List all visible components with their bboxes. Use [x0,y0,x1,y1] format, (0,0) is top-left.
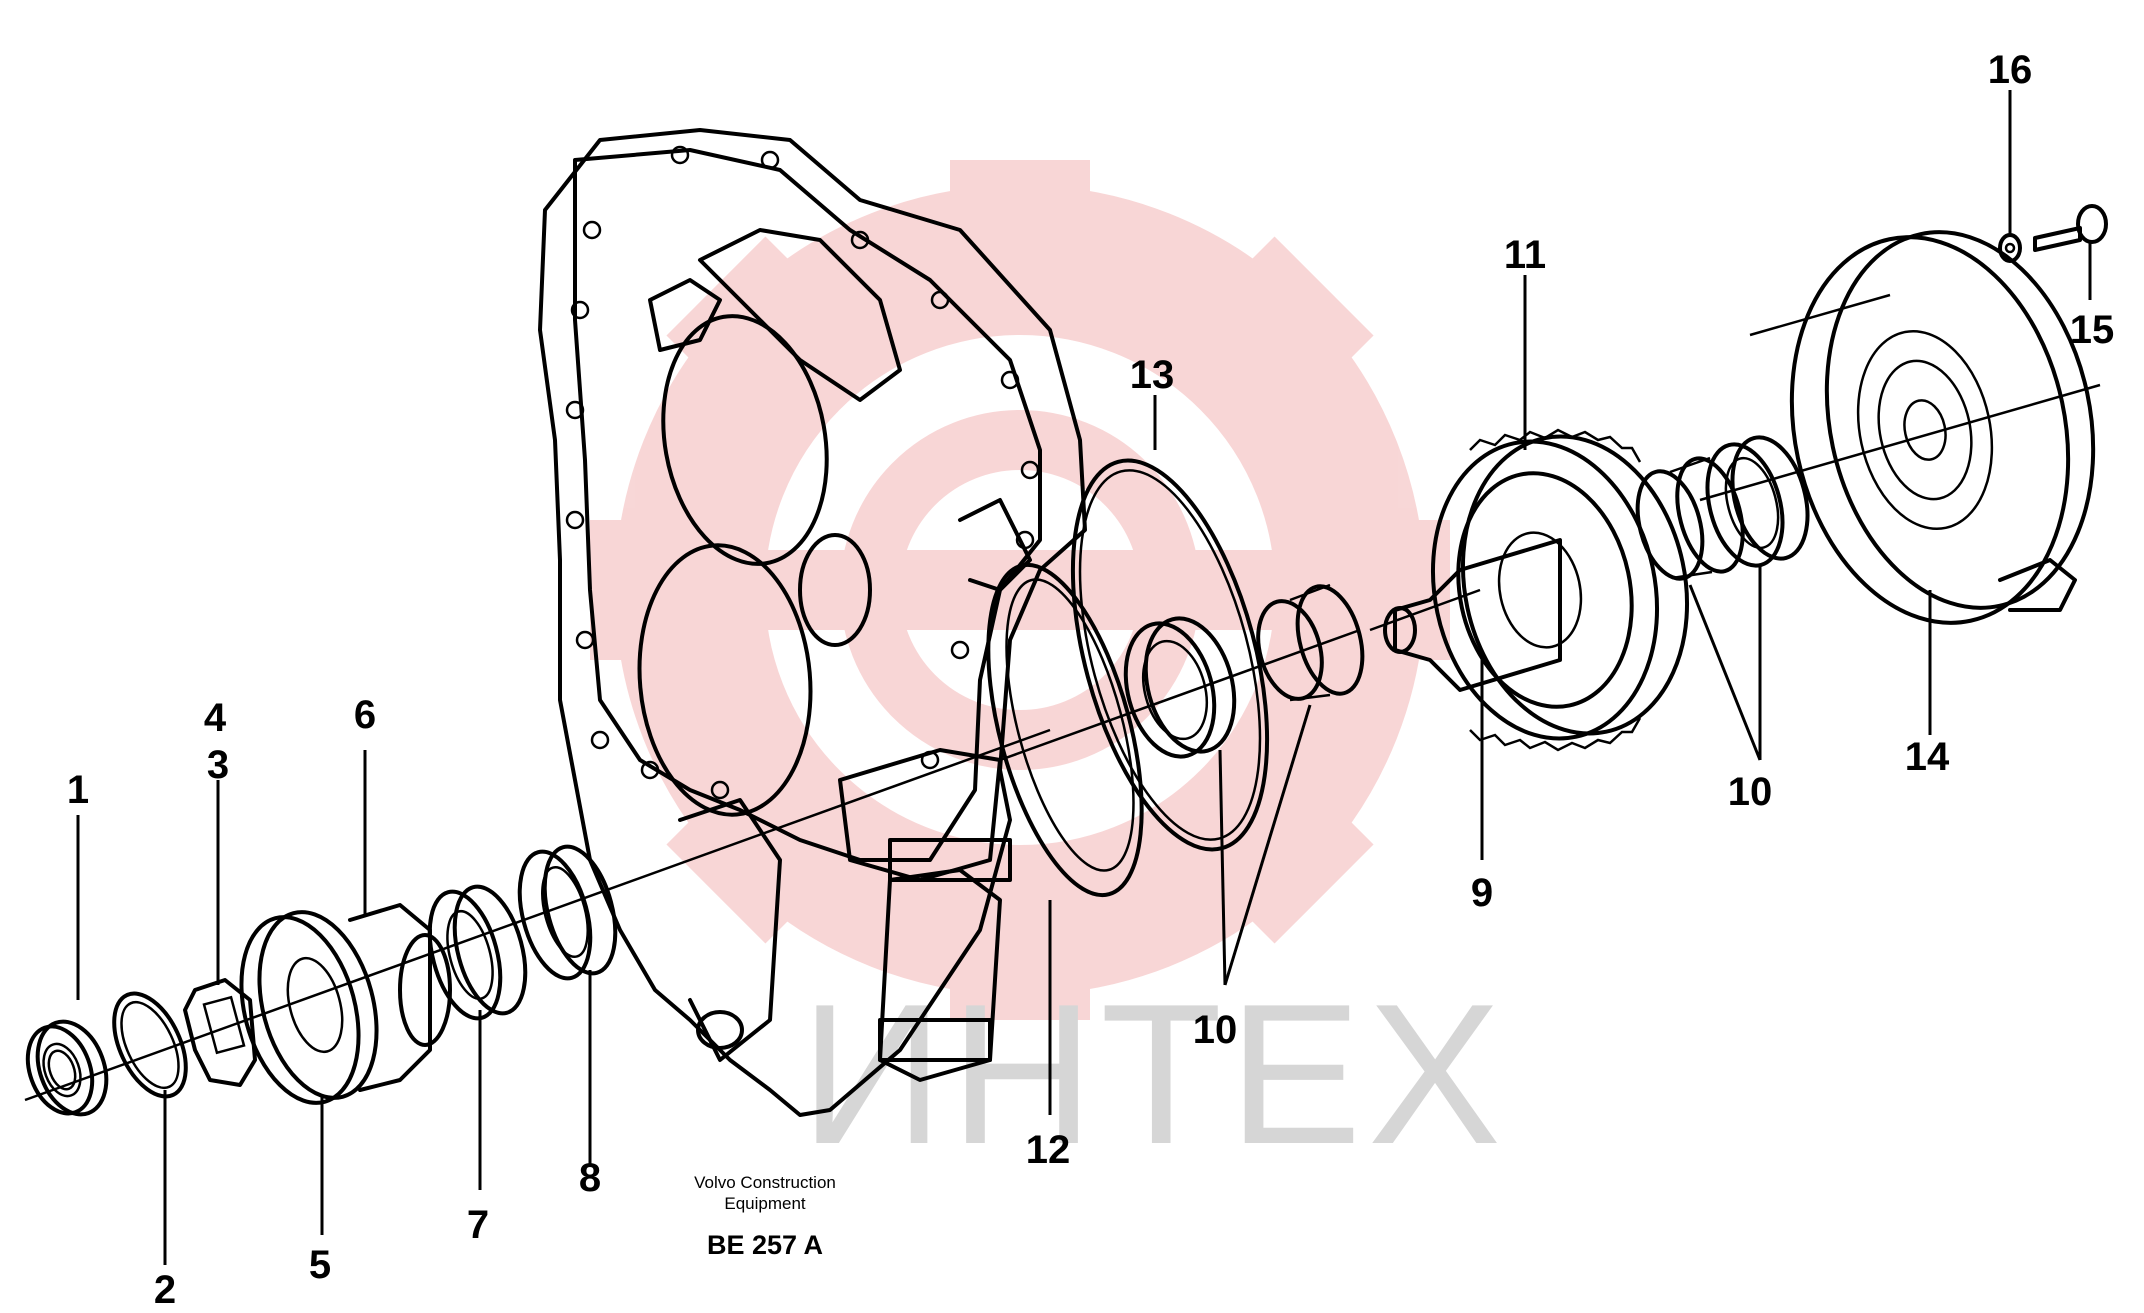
part-label-5: 5 [308,1243,332,1287]
part-2-snap-ring [112,991,188,1099]
part-1-nut [25,1019,109,1117]
part-label-1: 1 [66,768,90,812]
part-label-7: 7 [466,1203,490,1247]
part-7-bearing [427,884,528,1021]
caption-maker-line2: Equipment [724,1194,806,1213]
watermark-text: ИНТЕХ [800,963,1508,1186]
part-10-bearing-cone-right [1635,456,1745,581]
part-label-9: 9 [1470,871,1494,915]
part-5-6-flange [239,903,452,1105]
part-10-bearing-cup-left [1123,616,1237,759]
part-9-11-gear-shaft [1383,428,1690,752]
part-label-14: 14 [1904,735,1950,779]
gearbox-housing [538,128,1087,1117]
caption-maker: Volvo Construction Equipment [650,1172,880,1214]
part-10-bearing-cone-left [1256,583,1365,702]
caption-maker-line1: Volvo Construction [694,1173,836,1192]
part-label-4: 4 [203,696,227,740]
caption-code: BE 257 A [706,1230,824,1260]
part-label-3: 3 [206,743,230,787]
part-12-gasket [986,562,1144,898]
part-label-10-middle: 10 [1192,1008,1238,1052]
leader-lines [76,90,2092,1265]
part-label-6: 6 [353,693,377,737]
part-label-2: 2 [153,1268,177,1312]
part-label-13: 13 [1129,353,1175,397]
part-label-11: 11 [1503,233,1547,277]
part-label-10-right: 10 [1727,770,1773,814]
part-label-8: 8 [578,1156,602,1200]
part-label-15: 15 [2069,308,2115,352]
part-label-12: 12 [1025,1128,1071,1172]
part-label-16: 16 [1987,48,2033,92]
part-8-bearing-cup [517,844,618,981]
part-10-bearing-cup-right [1705,435,1810,568]
part-13-o-ring [1070,458,1270,852]
part-3-4-lock-plate [183,978,257,1087]
part-14-cover [1789,230,2096,625]
